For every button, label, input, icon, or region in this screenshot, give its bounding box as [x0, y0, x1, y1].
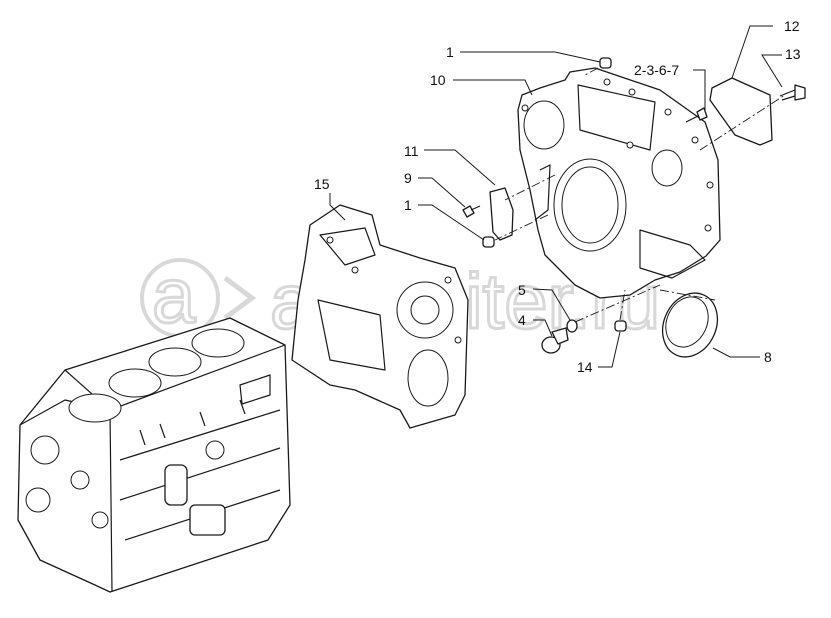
leader-lines — [329, 25, 783, 368]
callout-5: 5 — [518, 282, 526, 298]
bolt-9 — [462, 205, 481, 218]
watermark-arrow-icon — [223, 275, 257, 321]
callout-10: 10 — [430, 72, 446, 88]
callout-11: 11 — [404, 143, 419, 159]
engine-block — [17, 317, 291, 593]
callout-13: 13 — [785, 46, 801, 62]
timing-cover-10 — [517, 67, 721, 299]
callout-8: 8 — [764, 349, 772, 365]
center-lines — [494, 67, 786, 323]
plug-14 — [614, 320, 627, 332]
callout-1-top: 1 — [446, 44, 454, 60]
bolt-13 — [779, 84, 806, 101]
watermark-logo-letters: a — [152, 251, 196, 339]
callout-2-3-6-7: 2-3-6-7 — [634, 62, 679, 78]
plug-4 — [541, 327, 569, 354]
bolt-2-3-6-7 — [685, 107, 708, 123]
callout-labels: 1 10 11 9 1 15 2-3-6-7 12 13 5 4 14 8 — [314, 18, 801, 375]
gear-housing-plate-15 — [291, 204, 469, 429]
plate-11 — [489, 187, 514, 241]
callout-14: 14 — [577, 359, 593, 375]
washer-5 — [566, 319, 578, 333]
seal-ring-8 — [661, 292, 719, 358]
cover-plate-12 — [709, 77, 773, 146]
plug-1-mid — [482, 236, 495, 248]
plug-1-top — [599, 57, 612, 69]
callout-9: 9 — [404, 170, 412, 186]
callout-12: 12 — [784, 18, 800, 34]
callout-4: 4 — [518, 312, 526, 328]
callout-15: 15 — [314, 176, 330, 192]
callout-1-mid: 1 — [404, 197, 412, 213]
